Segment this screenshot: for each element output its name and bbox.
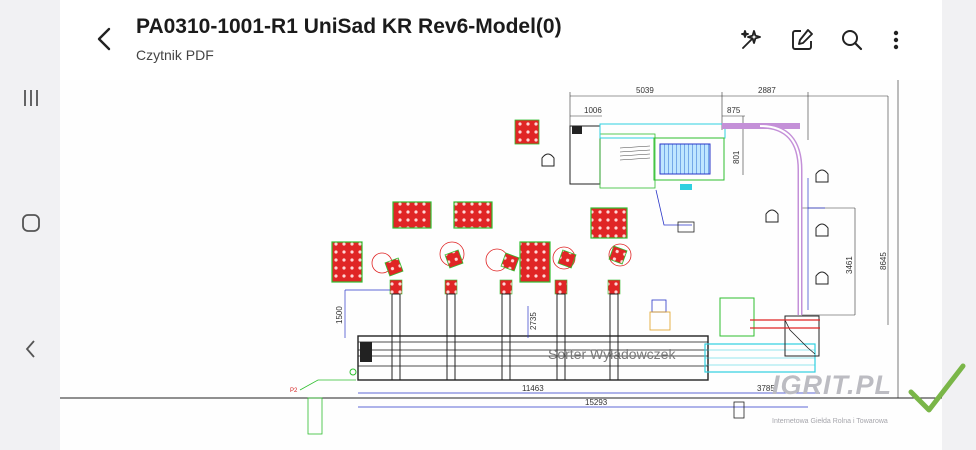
sorter-label: Sorter Wyładowczek <box>548 346 676 362</box>
recent-apps-icon[interactable] <box>16 83 46 113</box>
dim-2887: 2887 <box>758 86 776 95</box>
dim-1006: 1006 <box>584 106 602 115</box>
pallet-group-3 <box>590 207 628 239</box>
watermark-tagline: Internetowa Giełda Rolna i Towarowa <box>772 418 888 425</box>
dim-2735: 2735 <box>529 312 538 330</box>
sparkle-edit-icon[interactable] <box>737 26 765 54</box>
back-arrow-icon[interactable] <box>90 24 120 54</box>
dim-875: 875 <box>727 106 741 115</box>
cad-drawing: 1006 5039 2887 875 801 3461 8645 <box>60 80 942 435</box>
watermark-check-icon <box>908 363 966 413</box>
search-icon[interactable] <box>838 26 866 54</box>
pallet-group-2 <box>453 201 493 229</box>
back-icon[interactable] <box>16 334 46 364</box>
dim-1500: 1500 <box>335 306 344 324</box>
more-vertical-icon[interactable] <box>882 26 910 54</box>
dim-801: 801 <box>732 150 741 164</box>
dim-11463: 11463 <box>522 384 544 393</box>
pallet-group-4 <box>331 241 363 283</box>
p2-label: P2 <box>290 388 298 394</box>
dim-3461: 3461 <box>845 256 854 274</box>
edit-icon[interactable] <box>788 26 816 54</box>
watermark-logo: IGRIT.PL <box>772 370 892 400</box>
pallet-group-1 <box>392 201 432 229</box>
document-title: PA0310-1001-R1 UniSad KR Rev6-Model(0) <box>136 15 562 38</box>
pallet-group-5 <box>519 241 551 283</box>
watermark: IGRIT.PL Internetowa Giełda Rolna i Towa… <box>712 362 966 432</box>
dim-15293: 15293 <box>585 398 608 407</box>
dim-8645: 8645 <box>879 252 888 270</box>
home-icon[interactable] <box>16 208 46 238</box>
app-subtitle: Czytnik PDF <box>136 47 214 63</box>
system-navigation-bar <box>0 0 60 450</box>
dim-5039: 5039 <box>636 86 654 95</box>
dim-3785: 3785 <box>757 384 775 393</box>
pdf-page[interactable]: 1006 5039 2887 875 801 3461 8645 <box>60 80 942 450</box>
app-bar: PA0310-1001-R1 UniSad KR Rev6-Model(0) C… <box>60 0 942 80</box>
pallet-top-left <box>514 119 540 145</box>
